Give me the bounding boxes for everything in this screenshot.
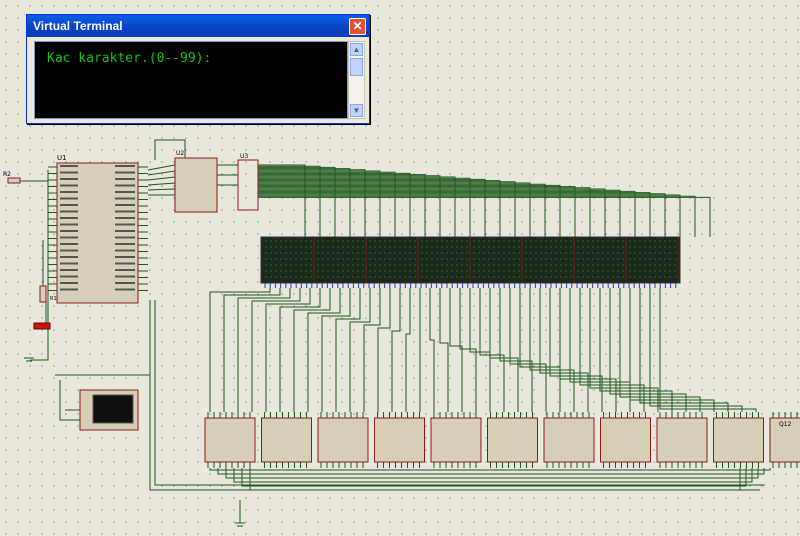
led-matrix-display[interactable]: [260, 236, 681, 288]
lcd-module[interactable]: [79, 389, 139, 431]
terminal-screen[interactable]: Kac karakter.(0--99):: [34, 41, 348, 119]
reset-button[interactable]: [33, 322, 51, 330]
window-title: Virtual Terminal: [33, 19, 123, 33]
r2-label: R2: [3, 171, 11, 178]
scroll-thumb[interactable]: [350, 58, 363, 76]
resistor-r1[interactable]: R1: [39, 285, 57, 303]
scroll-up-icon[interactable]: ▲: [350, 43, 363, 56]
driver-ic-row[interactable]: [204, 412, 800, 468]
q12-label: Q12: [779, 421, 792, 428]
virtual-terminal-window[interactable]: Virtual Terminal ✕ Kac karakter.(0--99):…: [26, 14, 370, 124]
wire-network: [20, 139, 771, 523]
microcontroller-u1[interactable]: U1: [48, 154, 148, 304]
terminal-output: Kac karakter.(0--99):: [47, 51, 212, 66]
scroll-down-icon[interactable]: ▼: [350, 104, 363, 117]
r1-label: R1: [50, 296, 57, 302]
shift-register-u2[interactable]: U2: [174, 150, 218, 213]
terminal-scrollbar[interactable]: ▲ ▼: [348, 41, 365, 119]
u3-label: U3: [240, 153, 248, 160]
u1-label: U1: [57, 154, 67, 162]
buffer-u3[interactable]: U3: [237, 153, 259, 211]
virtual-terminal-titlebar[interactable]: Virtual Terminal ✕: [27, 15, 369, 37]
u2-label: U2: [176, 150, 184, 157]
close-icon[interactable]: ✕: [349, 18, 366, 35]
ground-symbol: [24, 357, 245, 527]
resistor-r2[interactable]: R2: [3, 171, 21, 184]
